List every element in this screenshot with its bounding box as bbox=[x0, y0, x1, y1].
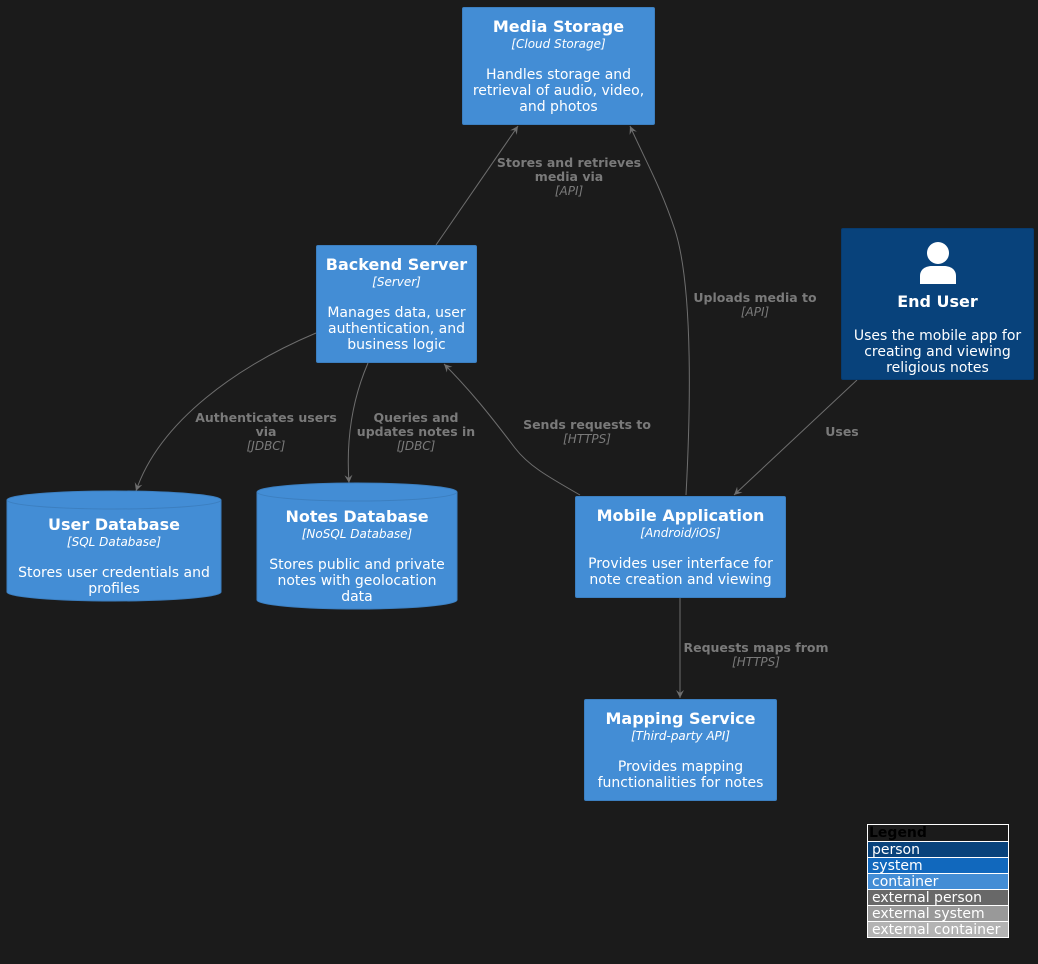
edge-mobile-to-media bbox=[629, 125, 690, 496]
end-user-person[interactable]: End User Uses the mobile app for creatin… bbox=[841, 228, 1034, 380]
mobile-application-title: Mobile Application bbox=[596, 506, 765, 525]
user-database[interactable]: User Database [SQL Database] Stores user… bbox=[6, 490, 222, 602]
notes-database-title: Notes Database bbox=[285, 507, 429, 526]
edge-label-mobile-to-backend: Sends requests to [HTTPS] bbox=[523, 417, 651, 447]
media-storage-tech: [Cloud Storage] bbox=[511, 37, 606, 51]
edge-label-backend-to-userdb: Authenticates users via [JDBC] bbox=[195, 410, 337, 454]
media-storage-container[interactable]: Media Storage [Cloud Storage] Handles st… bbox=[462, 7, 655, 125]
mapping-service-title: Mapping Service bbox=[605, 709, 756, 728]
person-icon bbox=[919, 242, 956, 284]
legend: Legend person system container external … bbox=[867, 824, 1009, 938]
legend-item-external-container: external container bbox=[868, 921, 1008, 938]
edge-label-user-to-mobile: Uses bbox=[825, 424, 859, 439]
edge-backend-to-notesdb bbox=[344, 362, 369, 484]
edge-label-mobile-to-mapping: Requests maps from [HTTPS] bbox=[683, 640, 829, 670]
mobile-application-tech: [Android/iOS] bbox=[640, 526, 721, 540]
user-database-title: User Database bbox=[48, 515, 180, 534]
mapping-service-tech: [Third-party API] bbox=[630, 729, 731, 743]
edge-label-backend-to-notesdb: Queries and updates notes in [JDBC] bbox=[356, 410, 476, 454]
edge-mobile-to-backend bbox=[443, 363, 581, 496]
legend-item-external-person: external person bbox=[868, 889, 1008, 906]
edge-label-mobile-to-media: Uploads media to [API] bbox=[693, 290, 817, 320]
edge-user-to-mobile bbox=[733, 379, 858, 496]
backend-server-tech: [Server] bbox=[372, 275, 421, 289]
mobile-application-container[interactable]: Mobile Application [Android/iOS] Provide… bbox=[575, 496, 786, 598]
legend-item-external-system: external system bbox=[868, 905, 1008, 922]
mapping-service-desc: Provides mapping functionalities for not… bbox=[597, 759, 764, 791]
legend-item-container: container bbox=[868, 873, 1008, 890]
edge-backend-to-userdb bbox=[134, 332, 317, 492]
notes-database-tech: [NoSQL Database] bbox=[301, 527, 413, 541]
media-storage-title: Media Storage bbox=[492, 17, 625, 36]
edge-label-backend-to-media: Stores and retrieves media via [API] bbox=[496, 155, 642, 199]
database-cylinder-icon bbox=[6, 490, 222, 602]
user-database-desc: Stores user credentials and profiles bbox=[18, 565, 210, 597]
edge-backend-to-media bbox=[435, 125, 519, 246]
user-database-tech: [SQL Database] bbox=[66, 535, 162, 549]
media-storage-desc: Handles storage and retrieval of audio, … bbox=[472, 67, 645, 115]
end-user-desc: Uses the mobile app for creating and vie… bbox=[853, 328, 1022, 376]
notes-database[interactable]: Notes Database [NoSQL Database] Stores p… bbox=[256, 482, 458, 610]
legend-item-person: person bbox=[868, 841, 1008, 858]
mapping-service-container[interactable]: Mapping Service [Third-party API] Provid… bbox=[584, 699, 777, 801]
backend-server-container[interactable]: Backend Server [Server] Manages data, us… bbox=[316, 245, 477, 363]
backend-server-desc: Manages data, user authentication, and b… bbox=[327, 305, 466, 353]
legend-title: Legend bbox=[868, 825, 1008, 841]
mobile-application-desc: Provides user interface for note creatio… bbox=[588, 556, 773, 588]
legend-item-system: system bbox=[868, 857, 1008, 874]
backend-server-title: Backend Server bbox=[325, 255, 468, 274]
database-cylinder-icon bbox=[256, 482, 458, 610]
end-user-title: End User bbox=[897, 292, 978, 311]
notes-database-desc: Stores public and private notes with geo… bbox=[269, 557, 445, 605]
